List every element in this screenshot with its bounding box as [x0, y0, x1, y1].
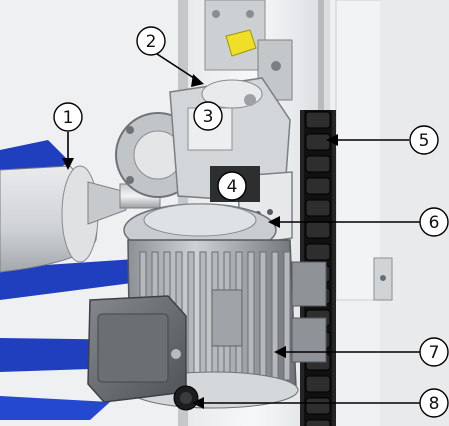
cooling-fin	[283, 251, 291, 381]
flange-bolt-3	[126, 176, 134, 184]
leader-line-2	[153, 51, 201, 83]
leader-arrow-7	[274, 346, 286, 358]
mount-bracket-bolt	[271, 61, 281, 71]
leader-lines	[67, 51, 420, 404]
callout-1: 1	[53, 102, 83, 132]
chain-link	[305, 133, 331, 151]
top-plate-bolt-2	[246, 10, 254, 18]
cooling-fin	[187, 251, 195, 381]
top-plate-bolt-1	[212, 10, 220, 18]
cooling-fin	[247, 251, 255, 381]
flange-bolt-1	[126, 126, 134, 134]
callout-3: 3	[193, 101, 223, 131]
fan-blade-base	[0, 396, 110, 420]
gearbox-side-bolt	[244, 94, 256, 106]
callout-5-label: 5	[419, 131, 430, 151]
callout-5: 5	[409, 125, 439, 155]
cooling-fin	[271, 251, 279, 381]
callout-7: 7	[419, 337, 449, 367]
leader-arrow-6	[268, 216, 280, 228]
chain-link	[305, 177, 331, 195]
chain-link	[305, 375, 331, 393]
cable-gland-inner	[180, 392, 192, 404]
callout-4: 4	[217, 171, 247, 201]
fan-blade-lower	[0, 258, 150, 300]
chain-link	[305, 221, 331, 239]
junction-block-top	[291, 261, 327, 307]
callout-6-label: 6	[429, 213, 440, 233]
panel-bracket-hole	[380, 275, 386, 281]
callout-2: 2	[136, 26, 166, 56]
chain-link	[305, 111, 331, 129]
yellow-clamp	[225, 29, 257, 57]
chain-link	[305, 243, 331, 261]
callout-2-label: 2	[146, 32, 157, 52]
coupling-cone	[87, 181, 127, 225]
chain-link	[305, 419, 331, 426]
motor-flange-top	[143, 203, 257, 237]
bracket-screw-2	[267, 209, 273, 215]
junction-block-bottom	[291, 317, 327, 363]
callout-7-label: 7	[429, 343, 440, 363]
cooling-fin	[259, 251, 267, 381]
callout-8-label: 8	[429, 394, 440, 414]
terminal-box-screw	[171, 349, 181, 359]
terminal-box-lid	[97, 313, 169, 383]
callout-8: 8	[419, 388, 449, 418]
callout-3-label: 3	[203, 107, 214, 127]
callout-6: 6	[419, 207, 449, 237]
mount-block-left	[211, 289, 243, 347]
leader-arrow-2	[191, 74, 204, 87]
callout-4-label: 4	[227, 177, 238, 197]
leader-arrow-1	[62, 158, 74, 170]
chain-link	[305, 155, 331, 173]
chain-link	[305, 397, 331, 415]
cooling-fin	[199, 251, 207, 381]
chain-link	[305, 199, 331, 217]
leader-arrow-8	[192, 397, 204, 409]
callout-1-label: 1	[63, 108, 74, 128]
leader-arrow-5	[326, 134, 338, 146]
